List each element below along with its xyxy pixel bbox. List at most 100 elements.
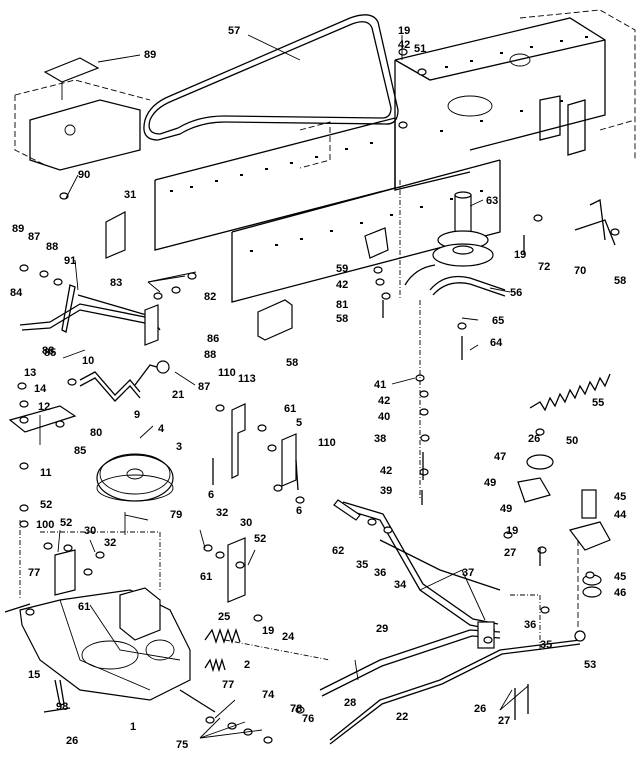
callout-52: 52: [254, 533, 266, 545]
callout-77: 77: [222, 679, 234, 691]
frame-hole: [480, 190, 483, 192]
frame-hole: [300, 238, 303, 240]
washer: [39, 270, 49, 278]
frame-hole: [370, 142, 373, 144]
washer: [205, 716, 215, 724]
callout-30: 30: [240, 517, 252, 529]
callout-51: 51: [414, 43, 426, 55]
callout-64: 64: [490, 337, 503, 349]
washer: [19, 504, 29, 512]
callout-49: 49: [484, 477, 496, 489]
washer: [483, 636, 493, 644]
callout-45: 45: [614, 491, 626, 503]
shift-lever-assembly: [8, 284, 170, 445]
washer: [215, 551, 225, 559]
callout-44: 44: [614, 509, 627, 521]
callout-75: 75: [176, 739, 188, 751]
washer: [19, 400, 29, 408]
callout-32: 32: [216, 507, 228, 519]
chassis-frame: [154, 9, 636, 303]
callout-14: 14: [34, 383, 47, 395]
callout-42: 42: [378, 395, 390, 407]
callout-3: 3: [176, 441, 182, 453]
spring-55: [529, 373, 611, 412]
frame-hole: [440, 130, 443, 132]
washer: [187, 272, 197, 280]
callout-39: 39: [380, 485, 392, 497]
callout-28: 28: [344, 697, 356, 709]
bracket-group-right: [517, 454, 611, 630]
callout-42: 42: [398, 39, 410, 51]
washer: [153, 292, 163, 300]
callout-26: 26: [474, 703, 486, 715]
frame-hole: [250, 250, 253, 252]
callout-49: 49: [500, 503, 512, 515]
frame-hole: [500, 52, 503, 54]
callout-110: 110: [218, 367, 236, 379]
frame-hole: [275, 244, 278, 246]
callout-41: 41: [374, 379, 386, 391]
bolt: [295, 459, 299, 491]
callout-2: 2: [244, 659, 250, 671]
callout-13: 13: [24, 367, 36, 379]
washer: [398, 121, 408, 129]
frame-hole: [290, 162, 293, 164]
callout-45: 45: [614, 571, 626, 583]
frame-hole: [390, 214, 393, 216]
washer: [257, 424, 267, 432]
callout-78: 78: [290, 703, 302, 715]
callout-26: 26: [528, 433, 540, 445]
callout-35: 35: [540, 639, 552, 651]
callout-62: 62: [332, 545, 344, 557]
callout-91: 91: [64, 255, 76, 267]
callout-65: 65: [492, 315, 504, 327]
washer: [95, 551, 105, 559]
callout-46: 46: [614, 587, 626, 599]
callout-84: 84: [10, 287, 23, 299]
callout-12: 12: [38, 401, 50, 413]
callout-29: 29: [376, 623, 388, 635]
drive-belt: [143, 14, 399, 141]
callout-70: 70: [574, 265, 586, 277]
callout-40: 40: [378, 411, 390, 423]
spring-25: [204, 627, 241, 645]
callout-87: 87: [28, 231, 40, 243]
callout-50: 50: [566, 435, 578, 447]
washer: [537, 546, 547, 554]
callout-85: 85: [74, 445, 86, 457]
callout-89: 89: [144, 49, 156, 61]
callout-1: 1: [130, 721, 136, 733]
callout-61: 61: [200, 571, 212, 583]
washer: [273, 484, 283, 492]
bracket-30: [54, 537, 246, 603]
callout-88: 88: [46, 241, 58, 253]
callout-25: 25: [218, 611, 230, 623]
callout-58: 58: [286, 357, 298, 369]
callout-74: 74: [262, 689, 275, 701]
washer: [19, 462, 29, 470]
bolt: [43, 707, 71, 713]
washer: [585, 571, 595, 579]
callout-58: 58: [336, 313, 348, 325]
callout-15: 15: [28, 669, 40, 681]
washer: [375, 278, 385, 286]
washer: [253, 614, 263, 622]
callout-47: 47: [494, 451, 506, 463]
callout-82: 82: [204, 291, 216, 303]
callout-34: 34: [394, 579, 407, 591]
bracket-113: [231, 403, 246, 479]
frame-hole: [315, 156, 318, 158]
callout-4: 4: [158, 423, 165, 435]
washer: [535, 428, 545, 436]
washer: [171, 286, 181, 294]
callout-85: 85: [44, 347, 56, 359]
leader-lines: [19, 34, 541, 739]
callout-100: 100: [36, 519, 54, 531]
callout-52: 52: [40, 499, 52, 511]
frame-hole: [470, 60, 473, 62]
washer: [235, 561, 245, 569]
washer: [19, 520, 29, 528]
washer: [215, 404, 225, 412]
callout-88: 88: [42, 345, 54, 357]
callout-19: 19: [514, 249, 526, 261]
